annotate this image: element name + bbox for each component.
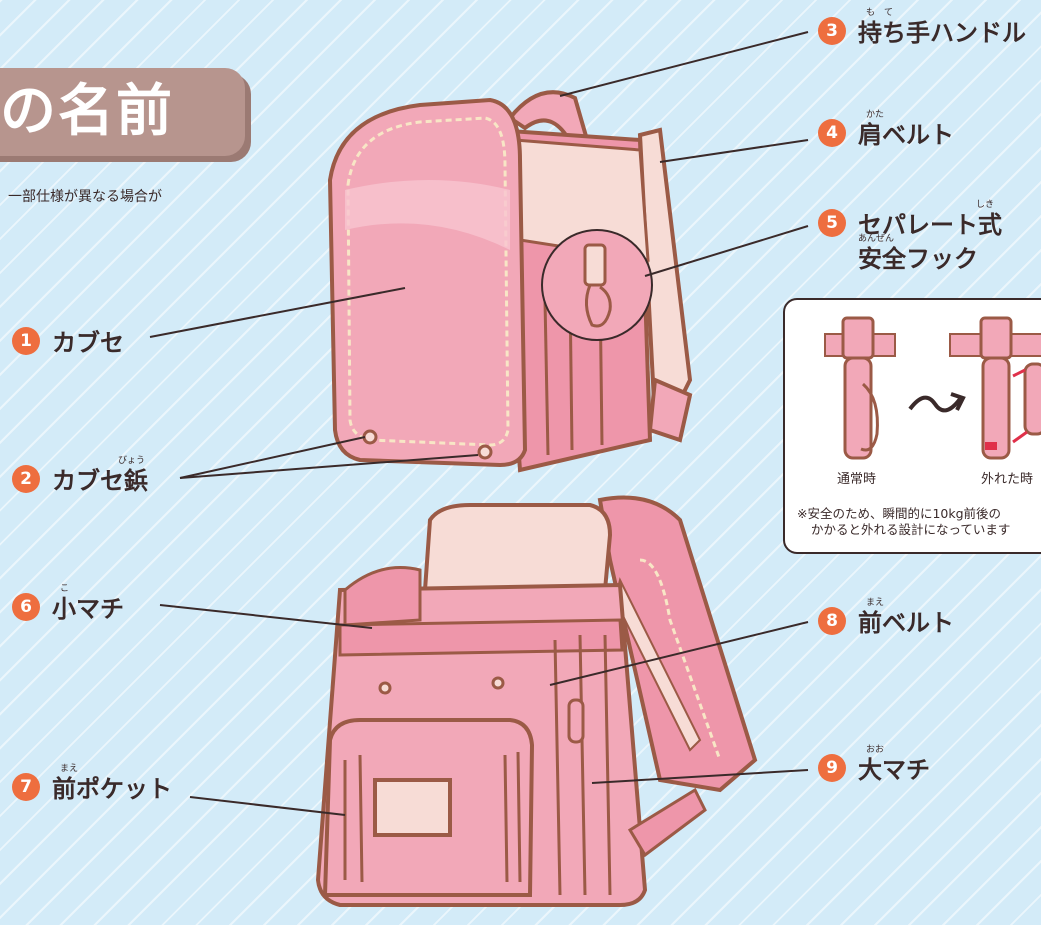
part-label-1: 1 カブセ (12, 318, 124, 358)
part-label-4: 4 かた 肩ベルト (818, 110, 954, 150)
leader-line-3 (559, 31, 809, 97)
leader-line-5 (644, 225, 809, 277)
part-label-8: 8 まえ 前ベルト (818, 598, 954, 638)
number-badge: 2 (12, 465, 40, 493)
part-name: カブセ鋲 (52, 467, 148, 495)
number-badge: 7 (12, 773, 40, 801)
leader-line-4 (659, 139, 809, 163)
part-label-6: 6 こ 小マチ (12, 584, 124, 624)
ruby-text: しき (976, 200, 995, 210)
safety-note: ※安全のため、瞬間的に10kg前後の かかると外れる設計になっています (797, 506, 1011, 537)
part-name-line2: あんぜん 安全フック (858, 234, 978, 274)
number-badge: 5 (818, 209, 846, 237)
subtitle: 一部仕様が異なる場合が (8, 189, 162, 205)
caption-released: 外れた時 (981, 472, 1034, 487)
leader-line-2a (179, 436, 366, 479)
leader-line-6 (159, 604, 373, 629)
ruby-text: まえ (866, 598, 885, 608)
part-label-9: 9 おお 大マチ (818, 745, 930, 785)
part-name: カブセ (52, 329, 124, 357)
part-name: 肩ベルト (858, 121, 954, 149)
title-tab (0, 68, 245, 156)
leader-lines (149, 31, 809, 816)
part-name: 小マチ (52, 595, 124, 623)
ruby-text: びょう (118, 456, 146, 466)
part-label-3: 3 も て 持ち手ハンドル (818, 8, 1026, 48)
number-badge: 4 (818, 119, 846, 147)
part-name: セパレート式 (858, 211, 1002, 239)
hook-illustration (824, 316, 1041, 460)
leader-line-2b (179, 454, 479, 479)
closed-backpack (327, 90, 693, 473)
leader-line-7 (189, 796, 346, 816)
number-badge: 6 (12, 593, 40, 621)
ruby-text: あんぜん (858, 234, 895, 244)
part-label-2: 2 びょう カブセ鋲 (12, 456, 148, 496)
number-badge: 9 (818, 754, 846, 782)
ruby-text: まえ (60, 764, 79, 774)
leader-line-8 (549, 621, 809, 686)
open-backpack (315, 495, 758, 907)
part-name: 安全フック (858, 245, 978, 273)
leader-line-9 (591, 769, 809, 784)
part-name: 持ち手ハンドル (858, 19, 1026, 47)
ruby-text: こ (60, 584, 70, 594)
safety-hook-inset: 通常時 外れた時 ※安全のため、瞬間的に10kg前後の かかると外れる設計になっ… (783, 298, 1041, 554)
caption-normal: 通常時 (837, 472, 877, 487)
part-name: 前ベルト (858, 609, 954, 637)
page-title: の名前 (0, 79, 174, 144)
arrow-icon (908, 395, 962, 413)
ruby-text: かた (866, 110, 885, 120)
part-name: 前ポケット (52, 775, 172, 803)
number-badge: 1 (12, 327, 40, 355)
ruby-text: も て (866, 8, 894, 18)
ruby-text: おお (866, 745, 885, 755)
number-badge: 8 (818, 607, 846, 635)
part-label-7: 7 まえ 前ポケット (12, 764, 172, 804)
number-badge: 3 (818, 17, 846, 45)
part-label-5: 5 しき セパレート式 あんぜん 安全フック (818, 200, 1002, 273)
part-name: 大マチ (858, 756, 930, 784)
leader-line-1 (149, 287, 406, 338)
